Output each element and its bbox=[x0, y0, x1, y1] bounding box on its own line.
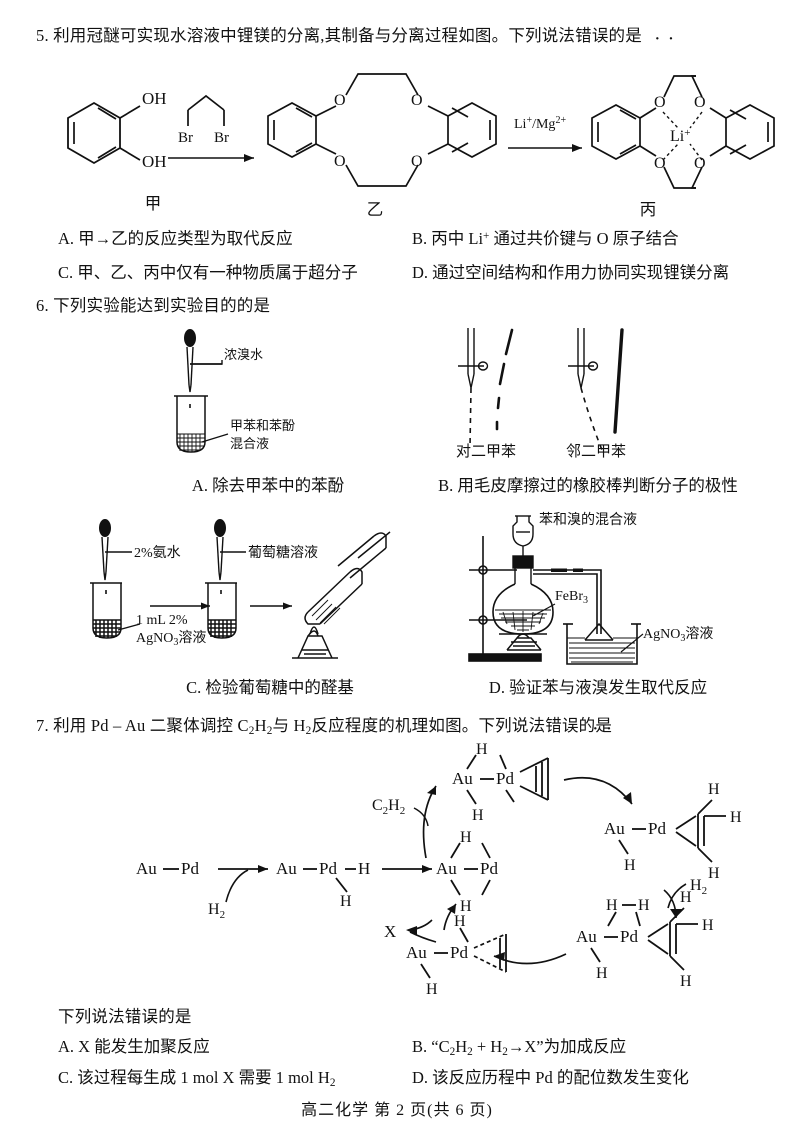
q7-top-h-upper: H bbox=[476, 741, 488, 758]
q5-option-c[interactable]: C. 甲、乙、丙中仅有一种物质属于超分子 bbox=[58, 263, 358, 282]
q5-complex-o-top-left: O bbox=[654, 94, 666, 111]
q7-vinyl-h-right: H bbox=[730, 809, 742, 826]
q7-h2-second: H2 bbox=[690, 877, 707, 897]
q7-sub-stem: 下列说法错误的是 bbox=[58, 1007, 192, 1026]
q5-oh-top: OH bbox=[142, 89, 167, 108]
q6b-burette2-label: 邻二甲苯 bbox=[566, 443, 626, 460]
q5-o-bottom-right: O bbox=[411, 153, 423, 170]
q6a-tube-label-2: 混合液 bbox=[230, 436, 269, 451]
q7-h2-input: H2 bbox=[208, 901, 225, 921]
q6d-funnel-label: 苯和溴的混合液 bbox=[539, 511, 637, 528]
q5-option-a[interactable]: A. 甲→乙的反应类型为取代反应 bbox=[58, 229, 293, 248]
q6-option-b-figure: 对二甲苯 邻二甲苯 bbox=[450, 328, 710, 460]
q7-right-top-h: H bbox=[624, 857, 636, 874]
q6-option-a-caption[interactable]: A. 除去甲苯中的苯酚 bbox=[191, 476, 345, 495]
q6a-tube-label-1: 甲苯和苯酚 bbox=[230, 418, 295, 433]
q6a-dropper-label: 浓溴水 bbox=[224, 347, 263, 362]
q7-bottom-au: Au bbox=[406, 943, 427, 962]
q7-species-au-pd-start: Au bbox=[136, 859, 157, 878]
q7-right-bottom-h: H bbox=[596, 965, 608, 982]
q7-species2-h: H bbox=[358, 859, 370, 878]
q7-hh-left: H bbox=[606, 897, 618, 914]
q5-complex-o-top-right: O bbox=[694, 94, 706, 111]
q7-right-top-au: Au bbox=[604, 819, 625, 838]
q5-arrow2-label: Li+/Mg2+ bbox=[514, 115, 566, 132]
q7-option-b[interactable]: B. “C2H2 + H2→X”为加成反应 bbox=[412, 1037, 627, 1059]
q7-species2-au: Au bbox=[276, 859, 297, 878]
q6-option-c-figure: 2%氨水 1 mL 2% AgNO3溶液 葡萄糖 bbox=[70, 519, 400, 670]
q7-option-d[interactable]: D. 该反应历程中 Pd 的配位数发生变化 bbox=[412, 1068, 689, 1087]
q7-vinyl2-h-bottom: H bbox=[680, 973, 692, 990]
q6b-burette1-label: 对二甲苯 bbox=[456, 443, 516, 460]
q7-hub-h-bottom: H bbox=[460, 898, 472, 915]
q5-reaction-scheme: OH OH Br Br bbox=[36, 48, 776, 218]
q7-bottom-h-top: H bbox=[454, 913, 466, 930]
q7-vinyl2-h-top: H bbox=[680, 889, 692, 906]
q7-mechanism-figure: Au Pd H2 Au Pd H H Au Pd bbox=[36, 741, 766, 998]
q7-vinyl-h-top: H bbox=[708, 781, 720, 798]
q6c-dropper2-label: 葡萄糖溶液 bbox=[248, 545, 318, 561]
q7-species-pd-start: Pd bbox=[181, 859, 199, 878]
q7-species2-pd: Pd bbox=[319, 859, 337, 878]
q6c-tube1-label-1: 1 mL 2% bbox=[136, 613, 188, 628]
q6c-tube1-label-2: AgNO3溶液 bbox=[136, 630, 206, 648]
q5-o-top-right: O bbox=[411, 92, 423, 109]
question-7-stem: 7. 利用 Pd – Au 二聚体调控 C2H2与 H2反应程度的机理如图。下列… bbox=[36, 716, 613, 738]
q7-vinyl2-h-right: H bbox=[702, 917, 714, 934]
q6c-dropper1-label: 2%氨水 bbox=[134, 545, 181, 561]
q7-right-bottom-pd: Pd bbox=[620, 927, 638, 946]
q7-bottom-pd: Pd bbox=[450, 943, 468, 962]
q7-option-c[interactable]: C. 该过程每生成 1 mol X 需要 1 mol H2 bbox=[58, 1068, 336, 1090]
q6-option-c-caption[interactable]: C. 检验葡萄糖中的醛基 bbox=[186, 678, 354, 697]
q5-reagent-br-right: Br bbox=[214, 130, 229, 146]
q5-label-jia: 甲 bbox=[144, 194, 162, 213]
q7-top-h-lower: H bbox=[472, 807, 484, 824]
q5-label-yi: 乙 bbox=[366, 200, 384, 219]
q7-top-pd: Pd bbox=[496, 769, 514, 788]
q7-x-output: X bbox=[384, 922, 396, 941]
q5-option-b[interactable]: B. 丙中 Li+ 通过共价键与 O 原子结合 bbox=[412, 229, 679, 248]
question-5-stem: 5. 利用冠醚可实现水溶液中锂镁的分离,其制备与分离过程如图。下列说法错误的是 bbox=[36, 26, 642, 45]
q6-option-a-figure: 浓溴水 甲苯和苯酚 混合液 bbox=[150, 329, 380, 460]
q5-li-center: Li+ bbox=[670, 127, 690, 145]
q7-bottom-h-bottom: H bbox=[426, 981, 438, 998]
q6d-flask-label: FeBr3 bbox=[555, 589, 588, 606]
q7-hub-au: Au bbox=[436, 859, 457, 878]
q7-right-top-pd: Pd bbox=[648, 819, 666, 838]
q7-sub-stem-dots: ·· bbox=[132, 1009, 160, 1031]
q7-hub-pd: Pd bbox=[480, 859, 498, 878]
q7-c2h2-input: C2H2 bbox=[372, 797, 405, 817]
q7-top-au: Au bbox=[452, 769, 473, 788]
q7-species2-h-lower: H bbox=[340, 893, 352, 910]
q7-emphasis-dots: ·· bbox=[592, 718, 620, 740]
q7-option-a[interactable]: A. X 能发生加聚反应 bbox=[58, 1037, 210, 1056]
q7-hh-right: H bbox=[638, 897, 650, 914]
q6-option-d-caption[interactable]: D. 验证苯与液溴发生取代反应 bbox=[488, 678, 708, 697]
q5-reagent-br-left: Br bbox=[178, 130, 193, 146]
q6d-beaker-label: AgNO3溶液 bbox=[643, 626, 713, 644]
q5-oh-bottom: OH bbox=[142, 152, 167, 171]
q7-vinyl-h-bottom: H bbox=[708, 865, 720, 882]
q5-label-bing: 丙 bbox=[639, 200, 657, 219]
q7-hub-h-top: H bbox=[460, 829, 472, 846]
q5-option-d[interactable]: D. 通过空间结构和作用力协同实现锂镁分离 bbox=[412, 263, 730, 282]
q5-o-top-left: O bbox=[334, 92, 346, 109]
question-6-stem: 6. 下列实验能达到实验目的的是 bbox=[36, 296, 271, 315]
q5-complex-o-bottom-right: O bbox=[694, 155, 706, 172]
q6-option-d-figure: 苯和溴的混合液 FeBr3 bbox=[455, 511, 775, 674]
q6-option-b-caption[interactable]: B. 用毛皮摩擦过的橡胶棒判断分子的极性 bbox=[438, 476, 738, 495]
q5-emphasis-dots: ·· bbox=[654, 28, 682, 50]
page-footer: 高二化学 第 2 页(共 6 页) bbox=[301, 1102, 493, 1119]
q5-o-bottom-left: O bbox=[334, 153, 346, 170]
q7-right-bottom-au: Au bbox=[576, 927, 597, 946]
q5-complex-o-bottom-left: O bbox=[654, 155, 666, 172]
